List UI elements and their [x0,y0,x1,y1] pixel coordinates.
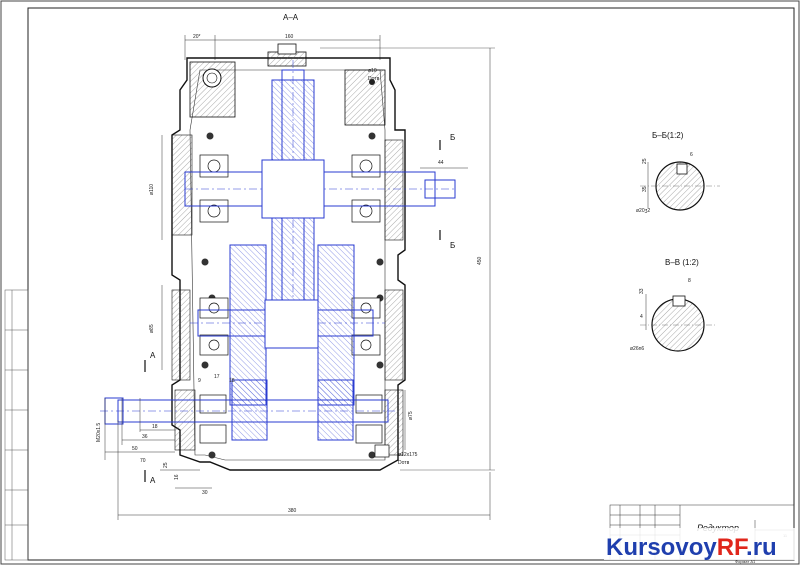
dim-17: 17 [214,374,220,380]
dim-hole-top: ø10 [368,68,377,74]
dim-25: 25 [163,462,169,468]
dim-9: 9 [198,378,201,384]
dim-450: 450 [477,256,483,265]
dim-16: 16 [174,474,180,480]
svg-text:KursovoyRF.ru: KursovoyRF.ru [606,534,777,561]
dim-70: 70 [140,458,146,464]
vv-dim-d: ø26n6 [630,346,644,352]
section-bb-title: Б–Б(1:2) [652,131,684,140]
dim-44: 44 [438,160,444,166]
dim-hole-top-fit: Dотв [368,76,380,82]
title-block-format: Формат А1 [735,559,756,564]
dim-hole-bottom: ø12x175 [398,452,418,458]
cut-a-bottom: А [150,476,156,485]
bb-dim-25: 25 [642,158,648,164]
dim-36: 36 [142,434,148,440]
watermark-kursovoy: Kursovoy [606,534,717,561]
cut-b-top: Б [450,133,455,142]
vv-dim-8: 8 [688,278,691,284]
dim-30: 30 [202,490,208,496]
dim-m20: M20x1.5 [96,423,102,442]
section-a-a-title: А–А [283,13,299,22]
dim-d110: ø110 [149,184,155,195]
dim-d75: ø75 [408,411,414,420]
dim-160: 160 [285,34,294,40]
vv-dim-4: 4 [640,314,643,320]
cut-a-top: А [150,351,156,360]
dim-18b: 18 [229,378,235,384]
dim-hole-bottom-fit: Dотв [398,460,410,466]
bb-dim-d: ø20ʒ2 [636,208,650,214]
inner-frame [27,7,795,561]
dim-18: 18 [152,424,158,430]
bb-dim-35: 35 [642,186,648,192]
watermark-ru: .ru [746,534,777,561]
dim-d85: ø85 [149,324,155,333]
watermark-logo: KursovoyRF.ru [604,528,796,561]
gearbox-section: 20* 160 ø10 Dотв [96,34,495,520]
section-bb: Б–Б(1:2) 25 35 6 ø20ʒ2 [636,131,720,214]
dim-50: 50 [132,446,138,452]
cut-b-bottom: Б [450,241,455,250]
watermark-rf: RF [717,534,748,561]
dim-380: 380 [288,508,297,514]
bb-dim-6: 6 [690,152,693,158]
section-vv-title: В–В (1:2) [665,258,699,267]
dim-20: 20* [193,34,201,40]
left-margin-strip [4,289,29,561]
vv-dim-33: 33 [639,288,645,294]
section-vv: В–В (1:2) 33 4 8 ø26n6 [630,258,715,352]
